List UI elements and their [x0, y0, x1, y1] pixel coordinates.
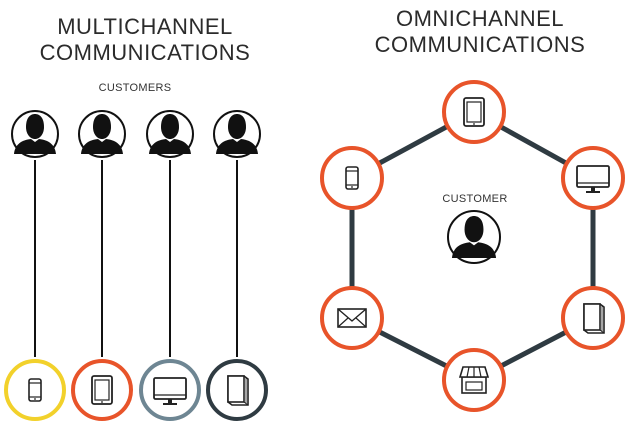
multichannel-title: MULTICHANNEL COMMUNICATIONS [20, 14, 270, 66]
smartphone-icon [345, 166, 359, 190]
omni-node-tablet [442, 80, 506, 144]
envelope-icon [337, 308, 367, 328]
omni-node-store [442, 348, 506, 412]
customer-avatar [11, 110, 59, 158]
omni-node-envelope [320, 286, 384, 350]
channel-node-book [206, 359, 268, 421]
omnichannel-title-line1: OMNICHANNEL [395, 6, 565, 31]
channel-node-smartphone [4, 359, 66, 421]
omnichannel-title: OMNICHANNEL COMMUNICATIONS [350, 6, 610, 58]
omni-node-book [561, 286, 625, 350]
smartphone-icon [28, 378, 42, 402]
customer-avatar [146, 110, 194, 158]
multichannel-title-line1: MULTICHANNEL [57, 14, 233, 39]
omnichannel-title-line2: COMMUNICATIONS [374, 32, 586, 57]
multichannel-connectors [34, 160, 238, 357]
customer-label: CUSTOMER [442, 193, 508, 205]
book-icon [227, 375, 249, 406]
tablet-icon [463, 97, 485, 127]
channel-node-desktop [139, 359, 201, 421]
customer-avatar [213, 110, 261, 158]
tablet-icon [91, 375, 113, 405]
center-customer-avatar [447, 210, 501, 264]
channel-node-tablet [71, 359, 133, 421]
omni-node-smartphone [320, 146, 384, 210]
omni-node-desktop [561, 146, 625, 210]
storefront-icon [459, 366, 489, 394]
book-icon [583, 303, 605, 334]
customer-avatar [78, 110, 126, 158]
customers-label: CUSTOMERS [98, 82, 172, 94]
multichannel-title-line2: COMMUNICATIONS [39, 40, 251, 65]
